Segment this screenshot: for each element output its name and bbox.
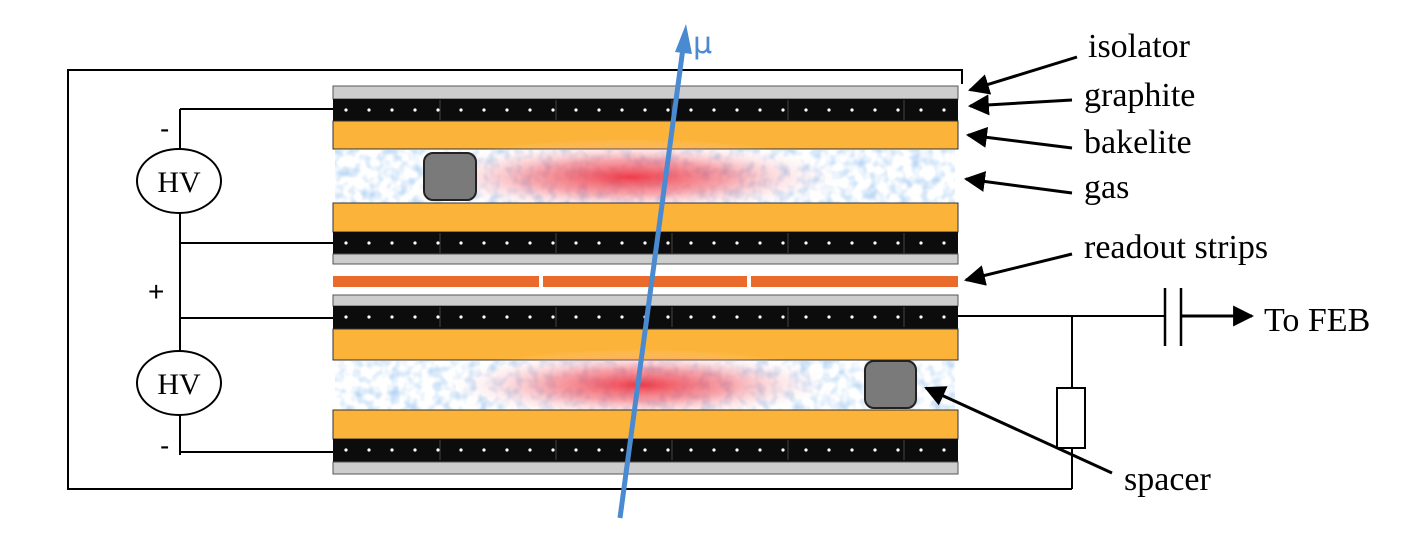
isolator-layer [332, 461, 959, 475]
graphite-dots [344, 233, 946, 253]
label-bakelite: bakelite [1084, 124, 1192, 161]
resistor [1056, 387, 1086, 449]
label-gas: gas [1084, 169, 1129, 206]
isolator-layer [332, 294, 959, 307]
outer-circuit [67, 69, 1165, 490]
minus-sign-top: - [160, 113, 169, 144]
muon-track [617, 24, 692, 519]
top-chamber [332, 85, 959, 265]
plus-sign: + [148, 276, 164, 307]
isolator-layer [332, 253, 959, 265]
spacer [423, 152, 477, 201]
label-arrows [924, 55, 1113, 475]
capacitor [1163, 288, 1183, 346]
hv-label-top: HV [157, 166, 201, 199]
isolator-layer [332, 85, 959, 100]
readout-strips [333, 276, 958, 287]
graphite-dots [344, 307, 946, 327]
hv-supply-top: HV [136, 148, 222, 214]
muon-label: μ [693, 26, 712, 61]
graphite-dots [344, 440, 946, 460]
minus-sign-bottom: - [160, 430, 169, 461]
label-isolator: isolator [1088, 28, 1191, 65]
hv-supply-bottom: HV [136, 350, 222, 416]
bakelite-plate [332, 202, 959, 233]
label-readout-strips: readout strips [1084, 229, 1268, 266]
label-to-feb: To FEB [1264, 302, 1370, 339]
hv-label-bottom: HV [157, 368, 201, 401]
label-graphite: graphite [1084, 77, 1195, 114]
graphite-dots [344, 100, 946, 120]
bottom-chamber [332, 294, 959, 475]
spacer [864, 360, 917, 409]
label-spacer: spacer [1124, 461, 1212, 498]
bakelite-plate [332, 409, 959, 440]
